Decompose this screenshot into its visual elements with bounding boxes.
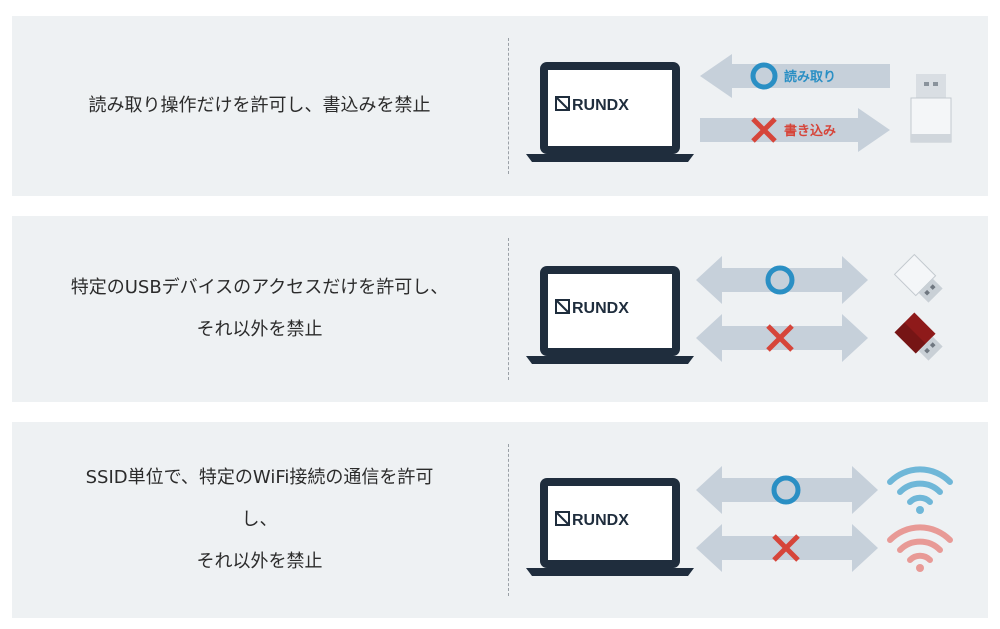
read-write-illustration: RUNDX 読み取り 書き込み (526, 54, 952, 162)
read-label: 読み取り (784, 69, 836, 85)
wifi-blue-icon (887, 466, 953, 514)
rundx-logo: RUNDX (555, 96, 629, 114)
row-wifi-ssid: SSID単位で、特定のWiFi接続の通信を許可 し、 それ以外を禁止 RUNDX (12, 422, 988, 618)
logo-text: RUNDX (572, 300, 629, 317)
usb-drive-white-icon (893, 253, 943, 303)
row-usb-device: 特定のUSBデバイスのアクセスだけを許可し、 それ以外を禁止 RUNDX (12, 216, 988, 402)
divider (508, 444, 509, 596)
row-read-only: 読み取り操作だけを許可し、書込みを禁止 RUNDX 読み取り 書き込み (12, 16, 988, 196)
laptop-icon (526, 266, 694, 364)
row-description: 読み取り操作だけを許可し、書込みを禁止 (12, 16, 507, 196)
description-line: し、 (241, 509, 278, 530)
usb-drive-red-icon (894, 312, 943, 361)
write-label: 書き込み (784, 123, 836, 139)
logo-text: RUNDX (572, 97, 629, 114)
usb-illustration: RUNDX (526, 253, 943, 364)
divider (508, 238, 509, 380)
allow-circle-icon (750, 62, 778, 90)
allow-circle-icon (765, 265, 795, 295)
logo-text: RUNDX (572, 512, 629, 529)
description-line: それ以外を禁止 (196, 319, 323, 340)
divider (508, 38, 509, 174)
allow-arrow (696, 466, 878, 514)
usb-drive-icon (910, 74, 952, 143)
description-line: それ以外を禁止 (196, 551, 323, 572)
rundx-logo: RUNDX (555, 511, 629, 529)
row-description: 特定のUSBデバイスのアクセスだけを許可し、 それ以外を禁止 (12, 216, 507, 402)
allow-circle-icon (771, 475, 801, 505)
row-description: SSID単位で、特定のWiFi接続の通信を許可 し、 それ以外を禁止 (12, 422, 507, 618)
description-line: 特定のUSBデバイスのアクセスだけを許可し、 (70, 277, 449, 298)
write-arrow (700, 108, 890, 152)
allow-arrow (696, 256, 868, 304)
description-line: SSID単位で、特定のWiFi接続の通信を許可 (85, 467, 434, 488)
deny-cross-icon (751, 117, 777, 143)
read-arrow (700, 54, 890, 98)
deny-cross-icon (766, 324, 794, 352)
description-line: 読み取り操作だけを許可し、書込みを禁止 (88, 95, 431, 116)
wifi-illustration: RUNDX (526, 466, 953, 576)
wifi-red-icon (887, 524, 953, 572)
deny-cross-icon (772, 534, 800, 562)
rundx-logo: RUNDX (555, 299, 629, 317)
